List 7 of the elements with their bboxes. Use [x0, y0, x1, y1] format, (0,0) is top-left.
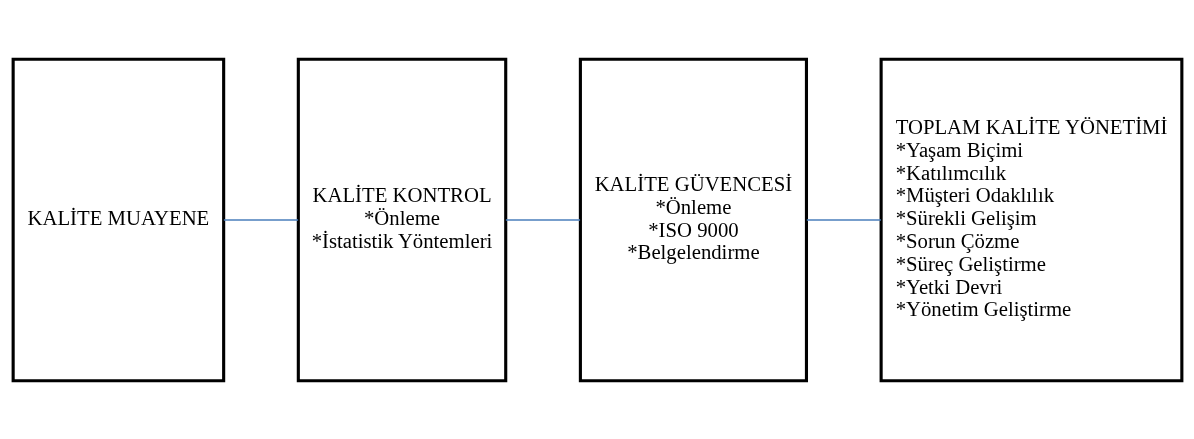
connector [222, 218, 299, 221]
node-box: KALİTE KONTROL *Önleme *İstatistik Yöntemleri [296, 57, 507, 382]
node-box: KALİTE GÜVENCESİ *Önleme *ISO 9000 *Belgelendirme [578, 57, 808, 382]
connector [504, 218, 581, 221]
node-box: TOPLAM KALİTE YÖNETİMİ *Yaşam Biçimi *Katılımcılık *Müşteri Odaklılık *Sürekli Gelişim *Sorun Çözme *Süreç Geliştirme *Yetki Devri *Yönetim Geliştirme [879, 57, 1183, 382]
node-box: KALİTE MUAYENE [11, 57, 225, 382]
connector [805, 218, 882, 221]
